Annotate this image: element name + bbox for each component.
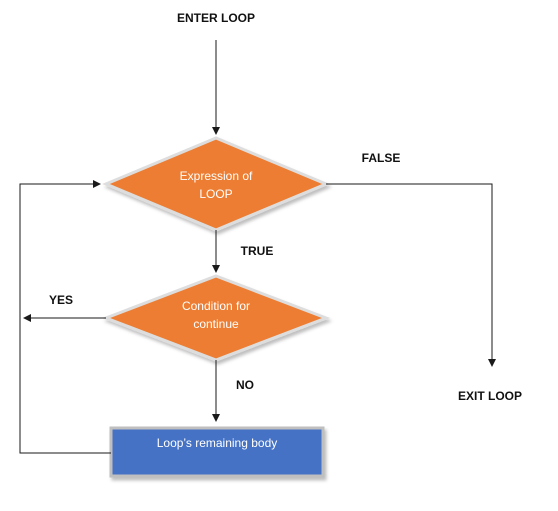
no-label: NO <box>236 378 254 392</box>
expression-diamond: Expression of LOOP <box>102 136 330 232</box>
false-label: FALSE <box>362 151 401 165</box>
loop-body-box: Loop’s remaining body <box>109 426 325 478</box>
condition-diamond: Condition for continue <box>101 274 331 362</box>
exit-loop-label: EXIT LOOP <box>458 389 522 403</box>
expression-diamond-shape <box>102 136 330 232</box>
expression-text-line2: LOOP <box>199 187 232 201</box>
condition-text-line1: Condition for <box>182 299 250 313</box>
loop-body-rect <box>109 426 325 478</box>
loop-back-path <box>19 180 111 454</box>
enter-loop-label: ENTER LOOP <box>177 11 255 25</box>
false-path <box>326 183 496 367</box>
loop-body-text: Loop’s remaining body <box>157 436 278 450</box>
condition-text-line2: continue <box>193 317 239 331</box>
yes-label: YES <box>49 293 73 307</box>
true-label: TRUE <box>241 244 274 258</box>
expression-text-line1: Expression of <box>180 169 253 183</box>
